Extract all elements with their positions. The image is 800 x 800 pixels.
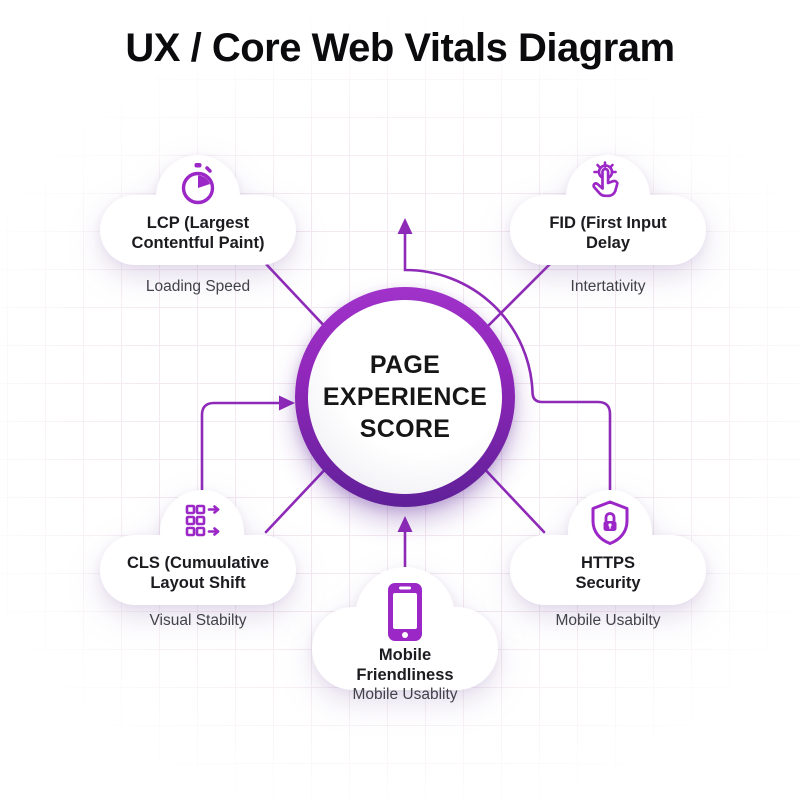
node-cls-subtitle: Visual Stabilty: [149, 612, 247, 629]
node-lcp-subtitle: Loading Speed: [145, 278, 251, 295]
center-line-3: SCORE: [359, 415, 451, 443]
arrowhead-cls-right-icon: [279, 395, 295, 411]
node-fid-subtitle: Intertativity: [570, 278, 646, 295]
node-cls: CLS (Cumuulative Layout Shift Visual Sta…: [100, 490, 296, 640]
connector-https-diagonal: [476, 460, 546, 534]
arrowhead-mobile-up-icon: [397, 516, 413, 532]
connector-https-arc-arrow: [403, 231, 612, 507]
center-line-2: EXPERIENCE: [322, 383, 488, 411]
arrowhead-top-up-icon: [397, 218, 413, 234]
node-lcp-cloud-shape: [100, 155, 296, 305]
shield-lock-icon: [591, 500, 629, 545]
center-line-1: PAGE: [369, 351, 441, 379]
node-lcp-title: LCP (Largest Contentful Paint): [131, 214, 265, 252]
node-cls-cloud-shape: [100, 490, 296, 640]
node-https-title: HTTPS Security: [575, 554, 641, 592]
diagram-title: UX / Core Web Vitals Diagram: [125, 26, 675, 70]
node-fid-title: FID (First Input Delay: [549, 214, 667, 252]
node-https: HTTPS Security Mobile Usabilty: [510, 490, 706, 640]
connector-cls-diagonal: [264, 460, 334, 534]
page-experience-score-label: PAGE EXPERIENCE SCORE: [308, 300, 502, 494]
node-mobile-subtitle: Mobile Usablity: [352, 686, 458, 703]
node-https-subtitle: Mobile Usabilty: [555, 612, 661, 629]
node-cls-title: CLS (Cumuulative Layout Shift: [126, 554, 270, 592]
node-mobile-title: Mobile Friendliness: [356, 646, 454, 684]
page-experience-score-circle: PAGE EXPERIENCE SCORE: [295, 287, 515, 507]
layout-shift-icon: [185, 504, 220, 537]
smartphone-icon: [388, 583, 422, 641]
node-mobile: Mobile Friendliness Mobile Usablity: [312, 567, 498, 717]
connector-cls-elbow-arrow: [200, 401, 283, 502]
stopwatch-icon: [181, 163, 215, 205]
node-lcp: LCP (Largest Contentful Paint) Loading S…: [100, 155, 296, 305]
tap-gesture-icon: [592, 161, 619, 198]
node-https-cloud-shape: [510, 490, 706, 640]
connector-fid-diagonal: [482, 256, 558, 332]
node-fid: FID (First Input Delay Intertativity: [510, 155, 706, 305]
